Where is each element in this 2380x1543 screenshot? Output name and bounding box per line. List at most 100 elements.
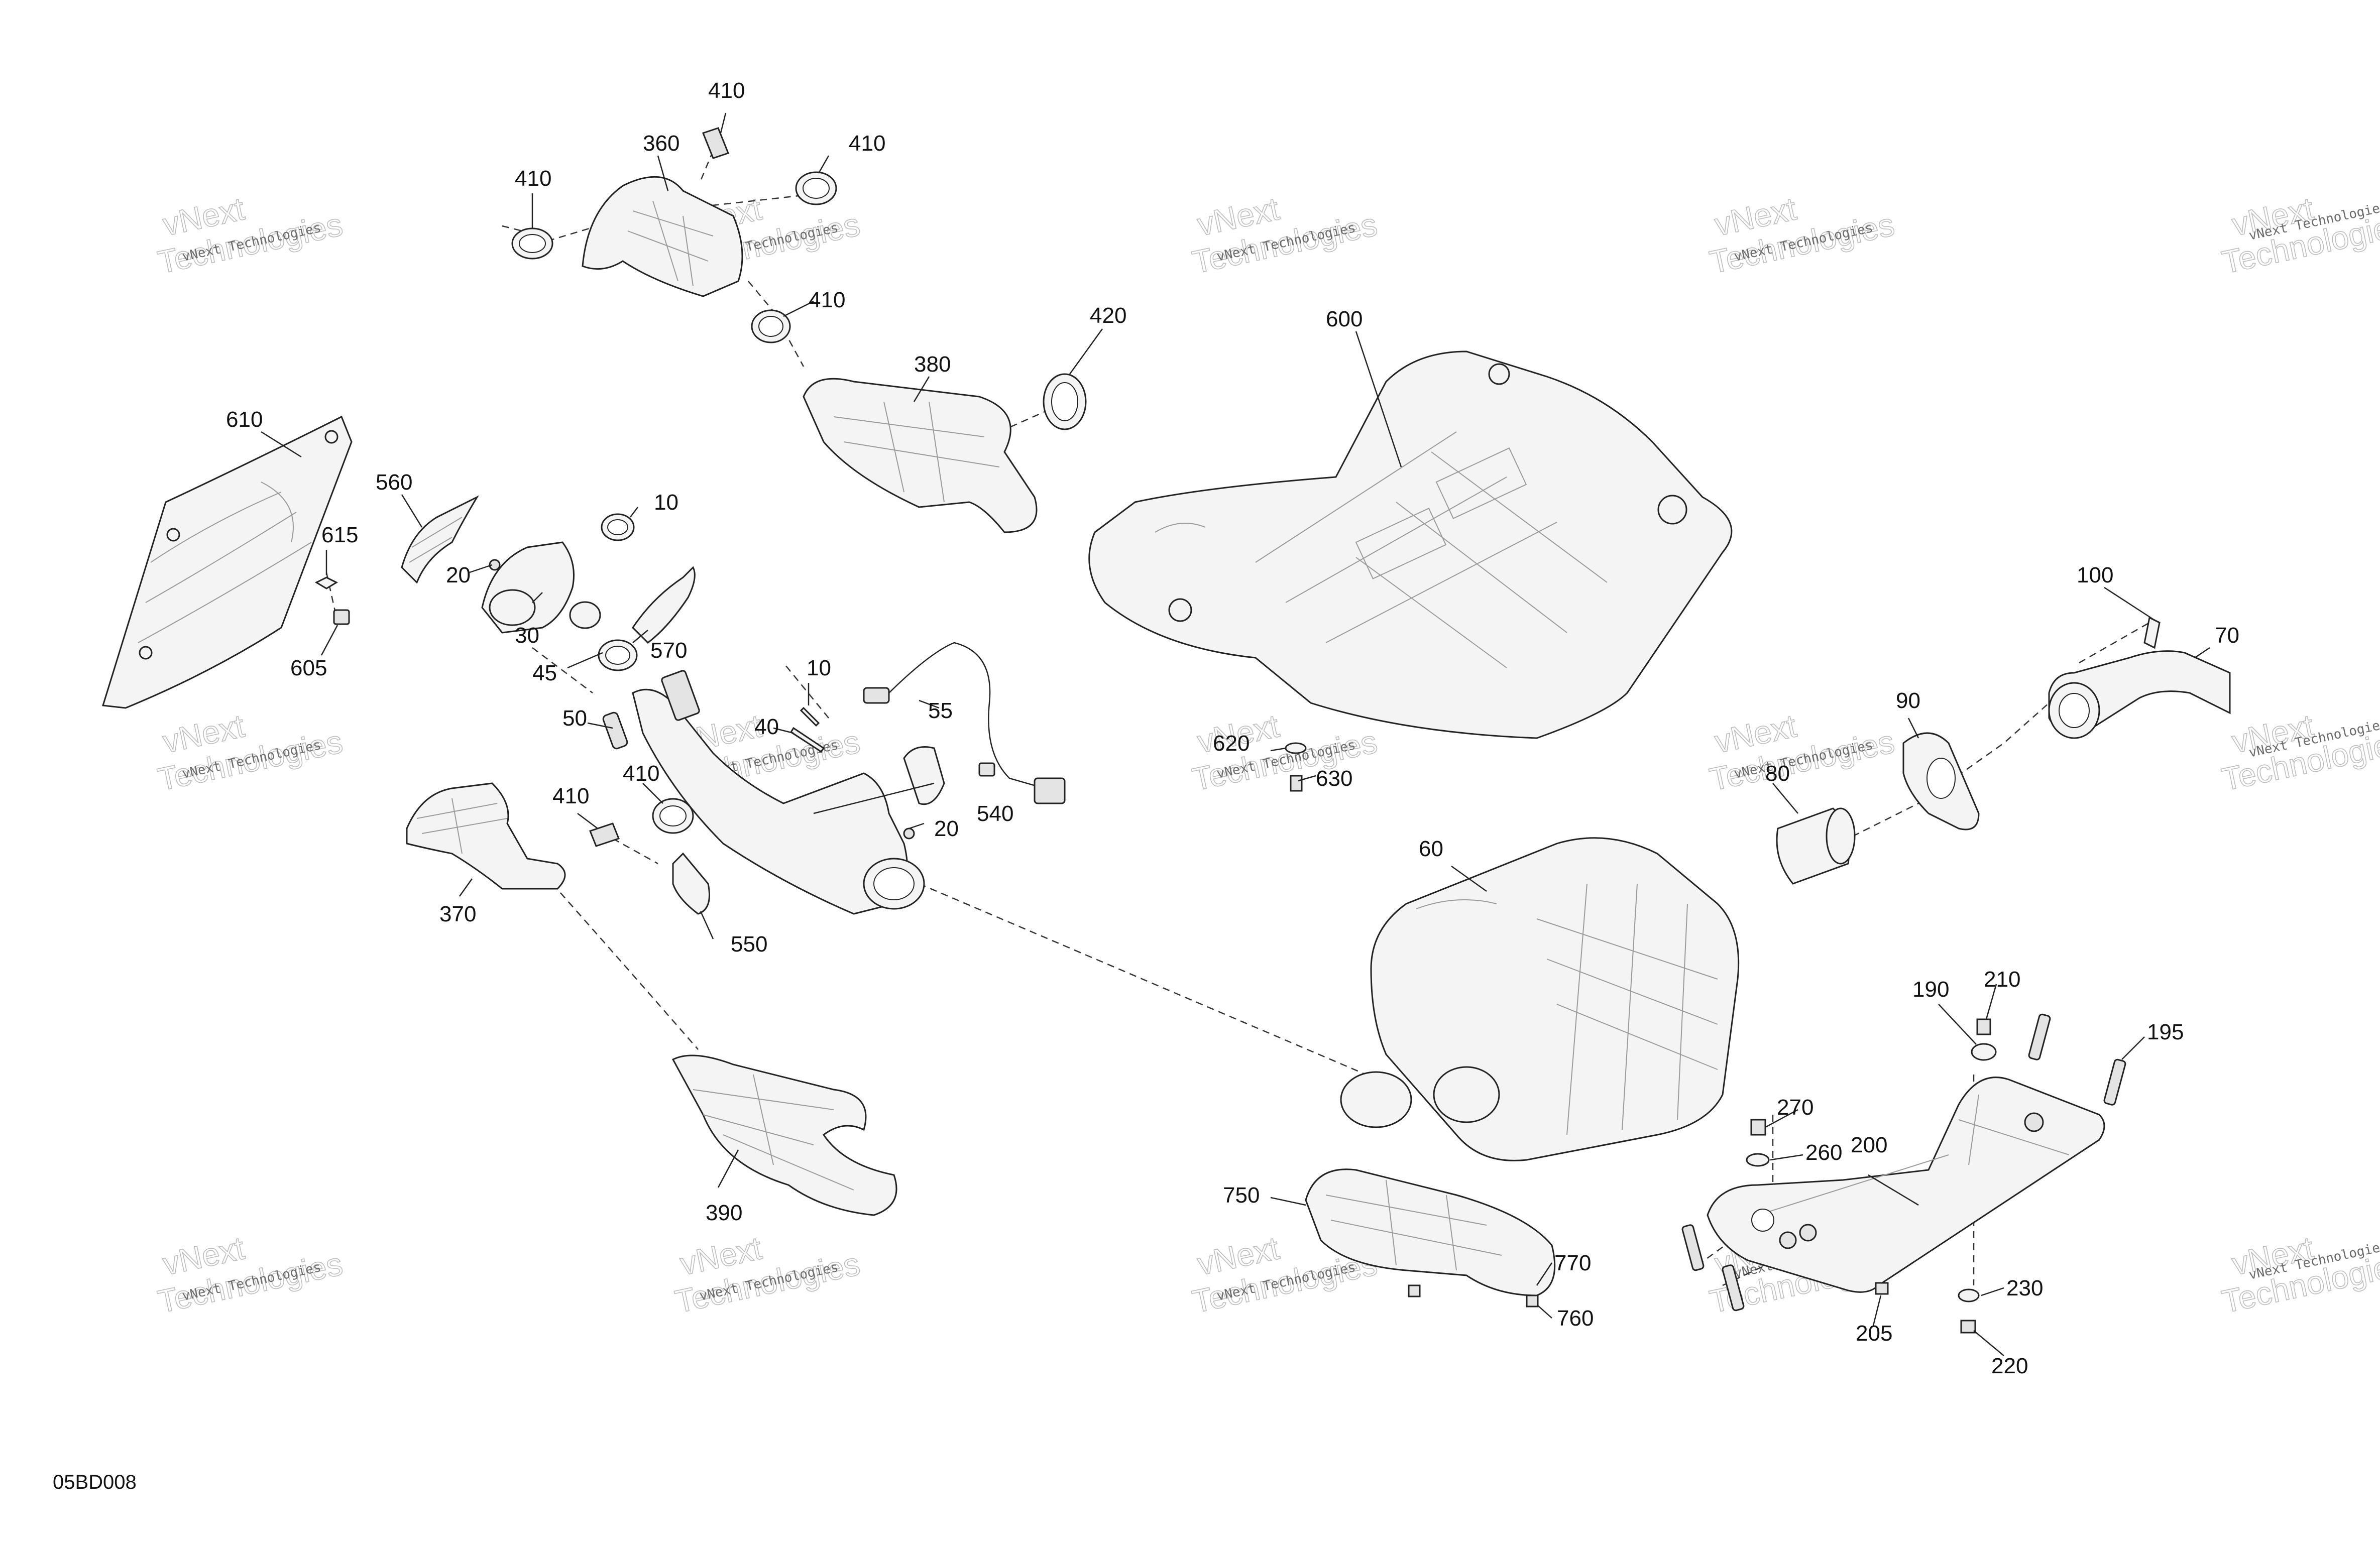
callout-20: 20 <box>446 563 471 587</box>
bolt-210 <box>1976 1018 1991 1035</box>
callout-220: 220 <box>1991 1354 2028 1378</box>
callout-260: 260 <box>1805 1140 1842 1165</box>
callout-50: 50 <box>562 706 587 731</box>
callout-560: 560 <box>376 470 412 495</box>
grommet-190 <box>1971 1043 1997 1061</box>
callout-195: 195 <box>2147 1020 2184 1044</box>
watermark: vNext Technologies vNext Technologies <box>1706 707 1898 798</box>
callout-270: 270 <box>1777 1095 1814 1120</box>
callout-370: 370 <box>439 902 476 926</box>
callout-420: 420 <box>1090 303 1126 328</box>
watermark: vNext Technologies vNext Technologies <box>1706 190 1898 281</box>
callout-550: 550 <box>731 932 767 957</box>
part-570-shield <box>632 566 696 644</box>
callout-610: 610 <box>226 407 263 432</box>
watermark: vNext Technologies vNext Technologies <box>671 1229 863 1320</box>
part-70-outlet-pipe <box>2048 650 2231 739</box>
callout-100: 100 <box>2077 563 2113 587</box>
callout-360: 360 <box>643 131 679 156</box>
callout-40: 40 <box>754 715 779 739</box>
gasket-10 <box>601 513 635 541</box>
callout-30: 30 <box>515 623 539 648</box>
callout-630: 630 <box>1316 766 1352 791</box>
watermark: vNext Technologies vNext Technologies <box>154 1229 346 1320</box>
callout-540: 540 <box>977 801 1013 826</box>
clip-410-d <box>702 127 729 159</box>
fastener-630 <box>1290 775 1303 792</box>
bolt-100 <box>2143 616 2161 649</box>
callout-410: 410 <box>515 166 551 191</box>
watermark: vNext Technologies vNext Technologies <box>2218 1229 2380 1320</box>
spring-195-d <box>1722 1264 1745 1312</box>
callout-10: 10 <box>654 490 678 515</box>
callout-600: 600 <box>1326 307 1363 331</box>
watermark: vNext Technologies vNext Technologies <box>2218 190 2380 281</box>
part-55-o2-sensor <box>863 642 1066 804</box>
part-360-shield <box>582 176 743 297</box>
nut-205 <box>1875 1282 1889 1295</box>
callout-760: 760 <box>1557 1306 1594 1331</box>
callout-210: 210 <box>1984 967 2020 992</box>
spring-195-c <box>1681 1224 1705 1271</box>
part-550-shield <box>672 852 710 915</box>
callout-770: 770 <box>1554 1251 1591 1275</box>
callout-570: 570 <box>650 638 687 663</box>
callout-230: 230 <box>2006 1276 2043 1300</box>
callout-70: 70 <box>2215 623 2239 648</box>
part-60-muffler <box>1340 837 1740 1161</box>
watermark: vNext Technologies vNext Technologies <box>1189 190 1381 281</box>
part-390-pipe-shield <box>671 1054 897 1216</box>
callout-615: 615 <box>321 523 358 547</box>
callout-410: 410 <box>552 784 589 808</box>
figure-id: 05BD008 <box>53 1471 137 1493</box>
part-370-pipe-shield <box>406 782 566 890</box>
callout-labels: 410 410 410 360 410 420 380 600 610 560 … <box>226 78 2239 1378</box>
part-560-shield <box>401 495 479 584</box>
fastener-605 <box>333 609 350 625</box>
part-540-shield <box>903 746 945 805</box>
part-30-flange <box>481 541 601 634</box>
spring-50 <box>602 711 628 750</box>
callout-90: 90 <box>1896 688 1920 713</box>
watermark: vNext Technologies vNext Technologies <box>154 190 346 281</box>
spring-195-b <box>2103 1058 2126 1106</box>
clamp-410-a <box>511 227 553 260</box>
part-90-gasket <box>1902 732 1980 830</box>
callout-10: 10 <box>807 656 831 680</box>
callout-410: 410 <box>708 78 745 103</box>
callout-190: 190 <box>1912 977 1949 1002</box>
callout-20: 20 <box>934 816 959 841</box>
clip-410-f <box>589 822 620 847</box>
bolt-270 <box>1750 1119 1766 1136</box>
fastener-770 <box>1408 1284 1421 1297</box>
stud-10 <box>800 706 820 727</box>
leader-lines <box>261 112 2210 1356</box>
fastener-620 <box>1285 742 1307 754</box>
callout-390: 390 <box>706 1201 742 1225</box>
callout-60: 60 <box>1419 837 1443 861</box>
part-750-tailpipe-shield <box>1305 1168 1556 1296</box>
stud-40 <box>789 727 825 753</box>
clamp-410-e <box>652 798 694 834</box>
part-610-heat-shield <box>102 415 353 709</box>
callout-620: 620 <box>1213 731 1250 756</box>
callout-410: 410 <box>849 131 885 156</box>
ring-45 <box>598 639 638 671</box>
part-200-bracket <box>1707 1077 2105 1293</box>
nut-220 <box>1960 1320 1976 1334</box>
callout-380: 380 <box>914 352 951 377</box>
nut-20-a <box>489 559 501 571</box>
callout-410: 410 <box>623 761 659 786</box>
callout-55: 55 <box>928 698 953 723</box>
watermark: vNext Technologies vNext Technologies <box>2218 707 2380 798</box>
fastener-760 <box>1526 1294 1539 1308</box>
fastener-615 <box>314 576 338 589</box>
washer-260 <box>1746 1153 1770 1167</box>
spring-195-a <box>2028 1013 2051 1060</box>
callout-80: 80 <box>1765 761 1790 786</box>
part-600-skid-plate <box>1088 350 1733 739</box>
callout-200: 200 <box>1851 1133 1887 1157</box>
callout-410: 410 <box>809 288 845 312</box>
nut-20-b <box>903 827 915 840</box>
